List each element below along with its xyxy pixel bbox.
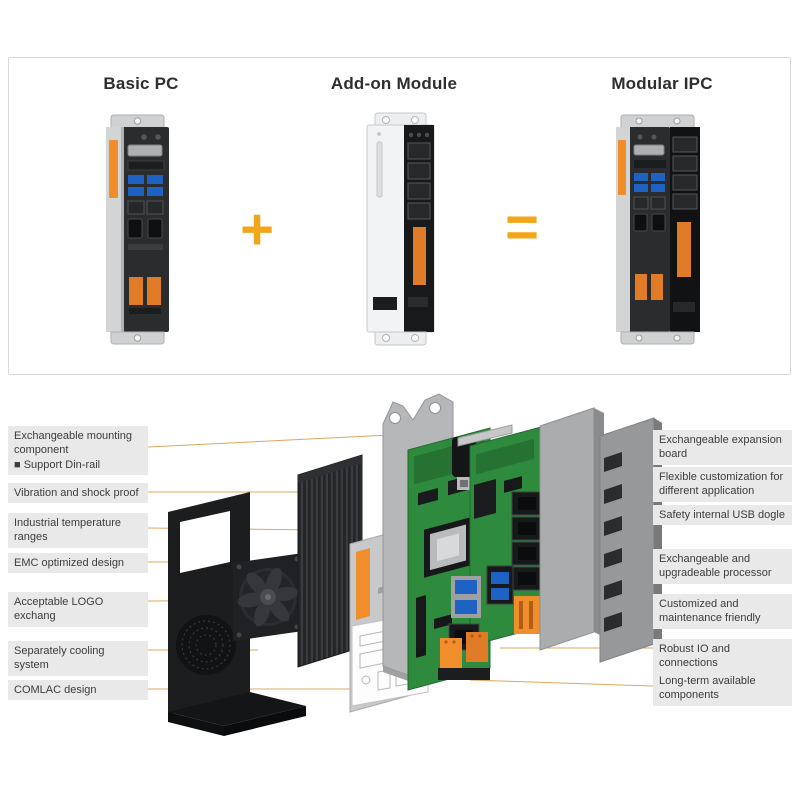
callout-logo-exchange: Acceptable LOGO exchang — [8, 592, 148, 627]
terminal-blocks — [438, 632, 490, 680]
mounting-chassis — [168, 492, 306, 736]
callout-text: Industrial temperature ranges — [14, 517, 121, 544]
callout-robust-io: Robust IO and connections — [653, 639, 792, 674]
callout-flexible-customization: Flexible customization for different app… — [653, 467, 792, 502]
callout-industrial-temperature: Industrial temperature ranges — [8, 513, 148, 548]
callout-cooling-system: Separately cooling system — [8, 641, 148, 676]
callout-mounting-component: Exchangeable mounting component ■ Suppor… — [8, 426, 148, 475]
callout-maintenance-friendly: Customized and maintenance friendly — [653, 594, 792, 629]
column-title-modular-ipc: Modular IPC — [611, 74, 713, 93]
orange-logo-strip — [618, 140, 626, 195]
callout-text: Acceptable LOGO exchang — [14, 596, 104, 623]
callout-longterm-components: Long-term available components — [653, 671, 792, 706]
modular-ipc-product-image — [616, 114, 700, 345]
callout-vibration-proof: Vibration and shock proof — [8, 483, 148, 504]
orange-logo-strip — [109, 140, 118, 198]
ethernet-ports — [633, 196, 666, 210]
callout-text: Robust IO and connections — [659, 643, 730, 670]
exploded-diagram-section: Exchangeable mounting component ■ Suppor… — [0, 380, 800, 800]
callout-usb-dongle: Safety internal USB dogle — [653, 505, 792, 526]
side-covers — [539, 407, 662, 663]
callout-text: COMLAC design — [14, 684, 97, 696]
callout-text: EMC optimized design — [14, 557, 125, 569]
dvi-port — [633, 144, 665, 156]
expansion-bracket — [457, 424, 513, 447]
cover-port-cutouts — [604, 452, 622, 632]
callout-text: Vibration and shock proof — [14, 487, 139, 499]
usb-ports — [128, 175, 163, 196]
callout-text: Flexible customization for different app… — [659, 471, 784, 498]
heatsink — [297, 454, 363, 668]
callout-text: Exchangeable and upgradeable processor — [659, 553, 772, 580]
expansion-lan-ports — [511, 491, 543, 591]
callout-note: ■ Support Din-rail — [14, 458, 101, 471]
column-title-basic-pc: Basic PC — [103, 74, 179, 93]
dvi-port — [127, 144, 163, 157]
callout-upgradeable-processor: Exchangeable and upgradeable processor — [653, 549, 792, 584]
callout-text: Separately cooling system — [14, 645, 105, 672]
equals-sign: = — [505, 195, 539, 260]
orange-logo-strip — [356, 548, 370, 620]
terminal-connectors — [129, 277, 161, 305]
callout-text: Exchangeable mounting component — [14, 430, 133, 457]
ethernet-ports — [127, 200, 164, 215]
usb-ports — [634, 173, 665, 192]
callout-expansion-board: Exchangeable expansion board — [653, 430, 792, 465]
callout-emc-design: EMC optimized design — [8, 553, 148, 574]
callout-text: Safety internal USB dogle — [659, 509, 785, 521]
callout-text: Customized and maintenance friendly — [659, 598, 761, 625]
terminal-connector — [413, 227, 426, 285]
callout-comlac-design: COMLAC design — [8, 680, 148, 701]
comparison-panel: Basic PC Add-on Module Modular IPC + = — [8, 57, 791, 375]
ethernet-ports — [407, 142, 431, 220]
expansion-terminal — [514, 596, 540, 634]
expansion-module — [670, 127, 700, 332]
cooling-fan — [233, 553, 303, 641]
plus-sign: + — [240, 197, 274, 262]
sfp-cage — [373, 297, 397, 310]
addon-module-product-image — [366, 112, 435, 346]
callout-text: Exchangeable expansion board — [659, 434, 782, 461]
callout-text: Long-term available components — [659, 675, 756, 702]
basic-pc-product-image — [106, 114, 169, 345]
column-title-addon-module: Add-on Module — [330, 74, 458, 93]
